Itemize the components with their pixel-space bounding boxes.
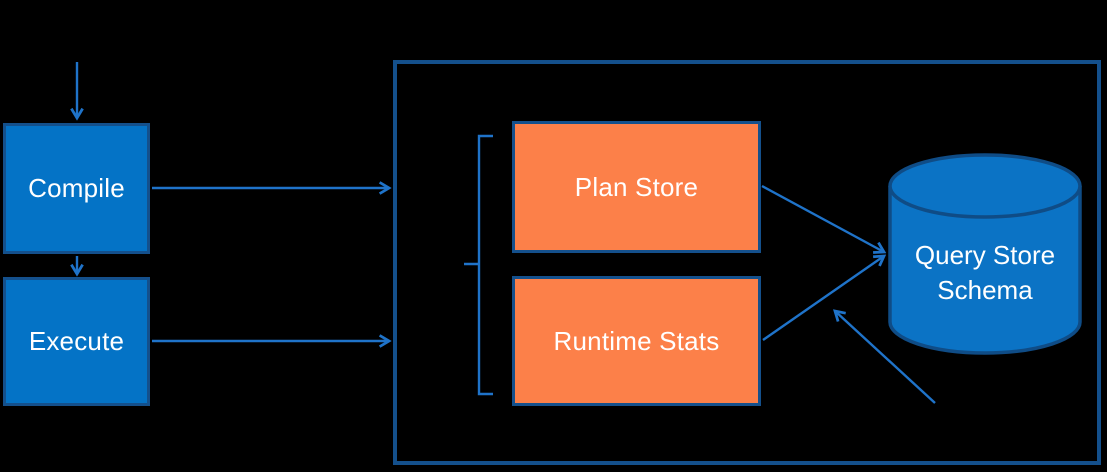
compile-label: Compile — [28, 173, 125, 203]
query-store-schema-label: Query Store Schema — [890, 238, 1080, 308]
runtime-stats-node: Runtime Stats — [512, 276, 761, 406]
arrow-plan-store-to-schema — [761, 184, 884, 252]
query-store-schema-label-line1: Query Store — [914, 240, 1056, 270]
database-cylinder-icon — [888, 153, 1082, 355]
left-brace — [464, 134, 493, 396]
query-store-schema-label-line2: Schema — [937, 275, 1033, 305]
annotation-arrow — [835, 311, 936, 404]
runtime-stats-label: Runtime Stats — [553, 325, 720, 356]
arrow-runtime-stats-to-schema — [762, 256, 884, 341]
execute-node: Execute — [3, 277, 150, 406]
query-store-container-box — [393, 60, 1101, 465]
compile-node: Compile — [3, 123, 150, 254]
plan-store-label: Plan Store — [574, 171, 699, 202]
execute-label: Execute — [28, 326, 125, 356]
plan-store-node: Plan Store — [512, 121, 761, 253]
